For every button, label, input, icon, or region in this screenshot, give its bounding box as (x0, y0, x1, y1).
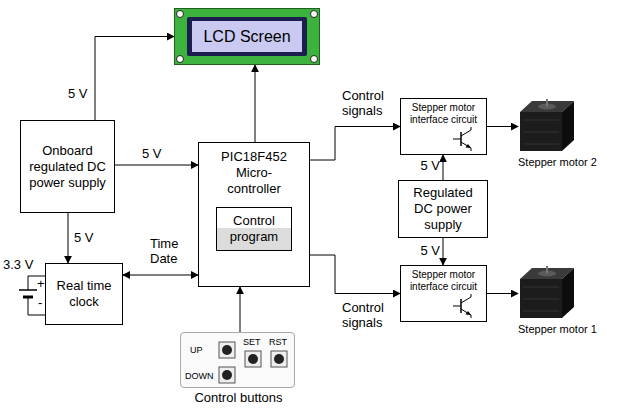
signal-label: 5 V (142, 146, 166, 161)
box-label: Regulated DC power supply (403, 185, 483, 233)
signal-label: Control signals (342, 88, 394, 118)
signal-label: Time Date (150, 236, 186, 266)
button-label: UP (190, 345, 203, 356)
signal-label: 5 V (416, 158, 440, 173)
stepper-motor: Stepper motor 1 (518, 265, 614, 335)
connector-arrow (487, 293, 518, 294)
button-panel: UPSETRSTDOWNControl buttons (180, 332, 295, 388)
microcontroller-box: PIC18F452 Micro-controllerControl progra… (198, 142, 310, 287)
screen-label: LCD Screen (203, 28, 290, 46)
power-supply-box: Onboard regulated DC power supply (20, 120, 115, 213)
interface-circuit-box: Stepper motor interface circuit (400, 265, 487, 322)
connector-arrow (255, 65, 256, 142)
rtc-box: Real time clock (45, 263, 123, 325)
button-label: SET (243, 337, 261, 348)
button-label: RST (269, 337, 287, 348)
box-label: Control program (221, 213, 287, 245)
connector-arrow (310, 255, 400, 294)
stepper-motor: Stepper motor 2 (518, 98, 614, 168)
box-label: PIC18F452 Micro-controller (214, 149, 294, 197)
program-box: Control program (216, 207, 292, 251)
signal-label: Control signals (342, 300, 394, 330)
connector-arrow (487, 126, 518, 127)
connector-arrow (443, 238, 444, 265)
motor-label: Stepper motor 1 (518, 323, 614, 335)
connector-arrow (443, 155, 444, 180)
box-label: Stepper motor interface circuit (404, 102, 483, 126)
connector-arrow (240, 287, 241, 332)
motor-picture (518, 265, 576, 320)
polarity-sign: + (37, 276, 45, 291)
lcd-module: LCD Screen (174, 8, 320, 65)
transistor-symbol (453, 127, 477, 151)
signal-label: 5 V (74, 230, 98, 245)
motor-label: Stepper motor 2 (518, 156, 614, 168)
connector-arrow (115, 165, 198, 166)
box-label: Onboard regulated DC power supply (25, 143, 110, 191)
power-supply-box: Regulated DC power supply (398, 180, 488, 238)
voltage-label: 3.3 V (3, 257, 33, 272)
connector-arrow (123, 275, 198, 276)
signal-label: 5 V (416, 243, 440, 258)
transistor-symbol (453, 294, 477, 318)
connector-arrow (68, 213, 69, 263)
polarity-sign: - (38, 295, 42, 310)
signal-label: 5 V (68, 86, 92, 101)
panel-caption: Control buttons (161, 390, 316, 405)
connector-arrow (310, 127, 400, 161)
connector-arrow (95, 37, 174, 121)
box-label: Real time clock (50, 278, 118, 310)
box-label: Stepper motor interface circuit (404, 269, 483, 293)
button-label: DOWN (185, 371, 214, 382)
interface-circuit-box: Stepper motor interface circuit (400, 98, 487, 155)
motor-picture (518, 98, 576, 153)
